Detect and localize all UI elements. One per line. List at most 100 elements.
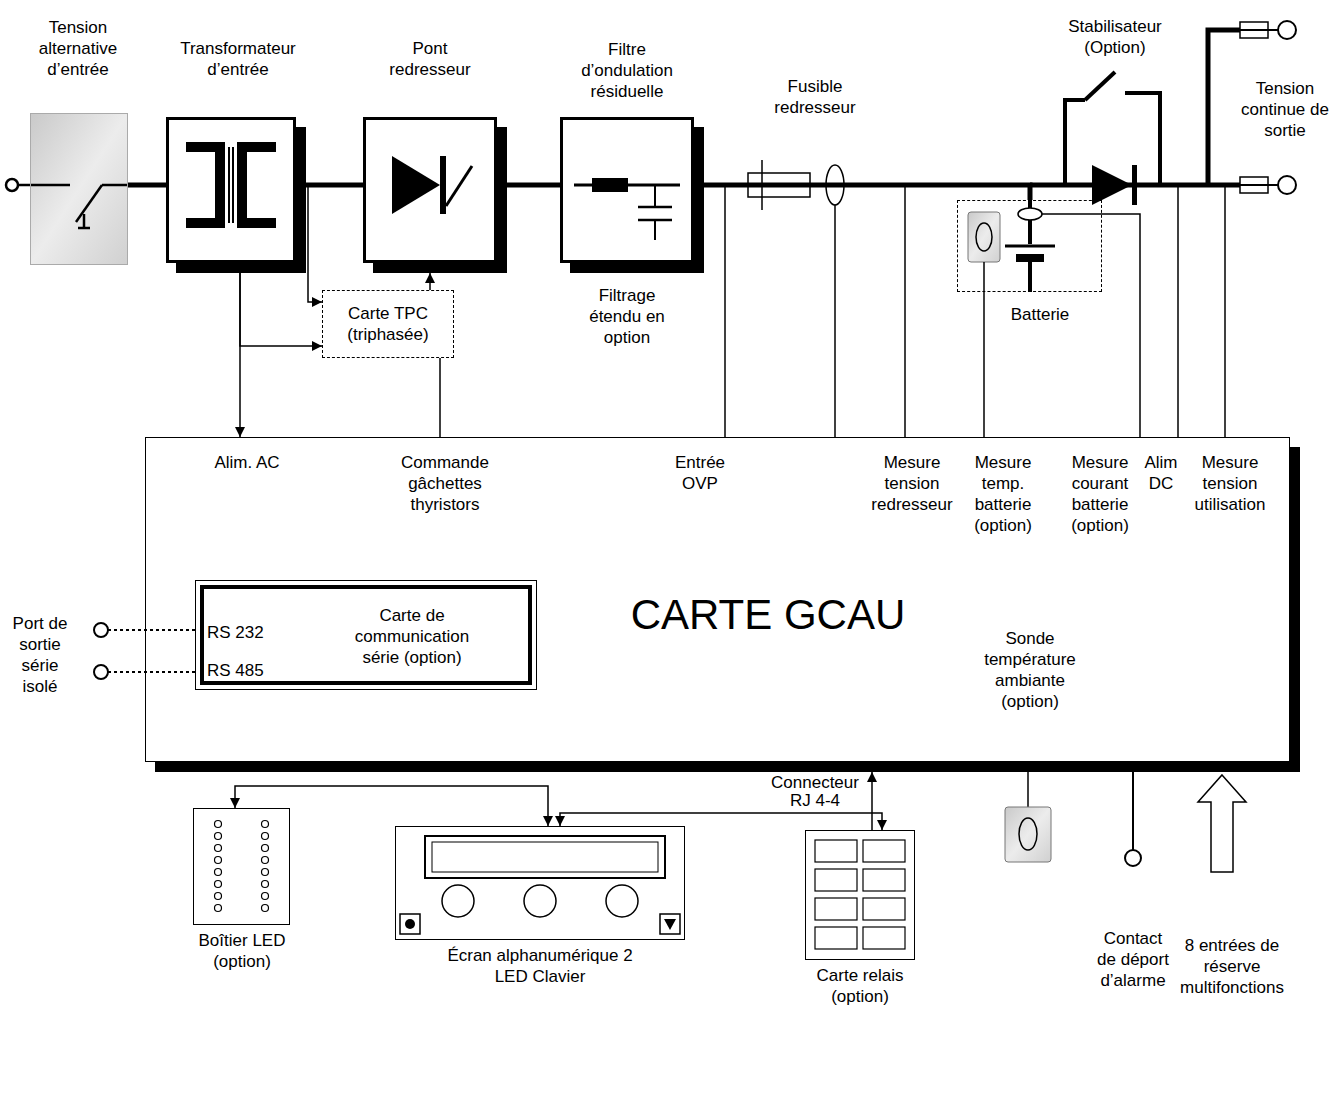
dc-bus-wiring	[1224, 185, 1226, 437]
display-keypad-art	[664, 919, 676, 930]
annotation-label: Contact de déport d’alarme	[1095, 928, 1171, 991]
ac-input-box: Tension alternative d’entrée	[30, 113, 128, 265]
rectifier-box: Pont redresseur	[363, 117, 497, 263]
node-text: Carte TPC (triphasée)	[333, 303, 443, 345]
node-text: Tension alternative d’entrée	[23, 17, 133, 80]
dc-bus-wiring	[725, 21, 1296, 437]
thyristor-symbol	[392, 156, 472, 214]
relay-array	[815, 927, 857, 949]
battery-symbol	[983, 262, 985, 292]
led-array	[262, 893, 269, 900]
node-text: RS 232	[207, 622, 287, 643]
dc-bus-wiring	[1125, 93, 1160, 185]
display-keypad-art	[432, 842, 658, 872]
ac-input-switch	[78, 227, 90, 230]
dc-bus-wiring	[834, 205, 836, 437]
signal-wire	[296, 185, 322, 302]
signal-wire	[871, 772, 873, 830]
filter-symbol	[638, 206, 672, 209]
display-keypad-art	[524, 885, 556, 917]
relay-array	[863, 898, 905, 920]
board-title: CARTE GCAU	[598, 590, 938, 640]
battery-symbol	[1018, 208, 1042, 220]
node-text: Alim DC	[1143, 452, 1179, 494]
battery-box: Batterie	[957, 200, 1102, 292]
node-text: Mesure courant batterie (option)	[1062, 452, 1138, 536]
thyristor-symbol	[446, 166, 472, 206]
node-text: Mesure tension redresseur	[868, 452, 956, 515]
node-text: Mesure tension utilisation	[1185, 452, 1275, 515]
battery-symbol	[976, 223, 992, 251]
filter-symbol	[592, 178, 628, 192]
relay-array	[863, 869, 905, 891]
led-array	[215, 833, 222, 840]
led-array	[215, 821, 269, 912]
relay-card-box: Carte relais (option)	[805, 830, 915, 960]
power-wire	[128, 183, 166, 188]
battery-symbol	[1028, 262, 1032, 292]
transformer-symbol	[186, 147, 276, 223]
relay-array	[863, 927, 905, 949]
dc-bus-wiring	[1177, 185, 1179, 437]
transformer-symbol	[186, 147, 220, 223]
ac-input-switch	[76, 185, 102, 222]
dc-bus-wiring	[1208, 30, 1240, 187]
gcau-board: RS 232RS 485Carte de communication série…	[145, 437, 1290, 762]
filter-symbol	[654, 185, 656, 207]
alarm-contact	[1125, 850, 1141, 866]
display-keypad-art	[400, 836, 680, 934]
led-array	[215, 881, 222, 888]
annotation-label: Port de sortie série isolé	[4, 613, 76, 697]
dc-bus-wiring	[1132, 165, 1137, 205]
signal-wire	[429, 273, 431, 290]
ambient-sensor	[1027, 772, 1029, 807]
led-array	[262, 821, 269, 828]
filter-symbol	[574, 178, 680, 240]
display-keypad-art	[425, 836, 665, 878]
dc-bus-wiring	[724, 185, 726, 437]
ac-input-switch	[83, 214, 86, 228]
signal-wire	[439, 358, 441, 437]
led-array	[262, 845, 269, 852]
node-text: Carte relais (option)	[805, 965, 915, 1007]
relay-array	[863, 840, 905, 862]
dc-bus-wiring	[1278, 176, 1296, 194]
led-array	[215, 905, 222, 912]
relay-array	[815, 840, 905, 949]
annotation-label: Connecteur RJ 4-4	[765, 774, 865, 810]
thyristor-symbol	[392, 156, 440, 214]
led-array	[262, 833, 269, 840]
display-keypad-art	[606, 885, 638, 917]
tpc-card-box: Carte TPC (triphasée)	[322, 290, 454, 358]
serial-port-terminals	[108, 671, 195, 673]
signal-wire	[1102, 214, 1140, 437]
display-keypad-art	[405, 919, 415, 929]
serial-port-terminals	[108, 629, 195, 631]
node-text: Mesure temp. batterie (option)	[964, 452, 1042, 536]
led-array	[215, 869, 222, 876]
node-text: Batterie	[990, 304, 1090, 325]
battery-symbol	[1016, 254, 1044, 262]
battery-symbol	[1005, 245, 1055, 248]
node-text: Boîtier LED (option)	[187, 930, 297, 972]
dc-bus-wiring	[1092, 165, 1132, 205]
node-text: RS 485	[207, 660, 287, 681]
battery-symbol	[968, 212, 1000, 262]
signal-wire	[983, 292, 985, 437]
serial-port-terminals	[94, 665, 108, 679]
relay-array	[815, 869, 857, 891]
signal-wire	[560, 813, 882, 830]
display-keypad-art	[400, 914, 420, 934]
inputs-arrow	[1198, 775, 1246, 872]
node-text: Filtre d’ondulation résiduelle	[567, 39, 687, 102]
led-array	[215, 893, 222, 900]
annotation-label: 8 entrées de réserve multifonctions	[1170, 935, 1294, 998]
ambient-sensor	[1005, 807, 1051, 862]
node-text: Écran alphanumérique 2 LED Clavier	[440, 945, 640, 987]
node-text: Sonde température ambiante (option)	[974, 628, 1086, 712]
led-array	[262, 881, 269, 888]
ac-input-switch	[6, 113, 128, 265]
battery-symbol	[1042, 213, 1102, 215]
